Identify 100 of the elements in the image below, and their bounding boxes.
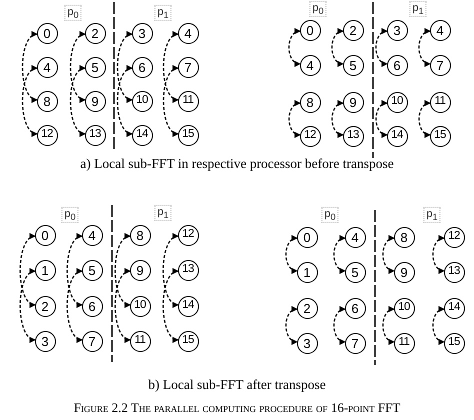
numbered-circle: 4 — [344, 226, 366, 248]
numbered-circle: 6 — [132, 56, 152, 78]
numbered-circle: 10 — [386, 92, 408, 112]
numbered-circle: 6 — [386, 54, 408, 76]
dashed-arrow — [418, 100, 431, 138]
dashed-arrow — [162, 234, 179, 306]
numbered-circle: 4 — [430, 20, 450, 40]
processor-label: p$_{0}$ — [321, 206, 339, 224]
dashed-arrow — [288, 100, 301, 138]
numbered-circle: 15 — [178, 124, 198, 146]
numbered-circle: 0 — [36, 22, 58, 44]
numbered-circle: 4 — [178, 22, 198, 44]
dashed-arrow — [70, 66, 86, 136]
numbered-circle: 14 — [178, 296, 198, 316]
numbered-circle: 10 — [130, 296, 150, 316]
numbered-circle: 9 — [130, 260, 150, 280]
dashed-arrow — [114, 234, 131, 306]
numbered-circle: 3 — [386, 20, 408, 40]
dashed-arrow — [331, 100, 344, 138]
numbered-circle: 7 — [178, 56, 198, 78]
numbered-circle: 8 — [130, 224, 150, 246]
numbered-circle: 14 — [132, 124, 152, 146]
dashed-arrow — [22, 66, 38, 136]
numbered-circle: 7 — [82, 330, 102, 352]
numbered-circle: 0 — [296, 226, 318, 248]
numbered-circle: 5 — [344, 262, 366, 282]
numbered-circle: 4 — [300, 54, 320, 76]
figure-caption: Figure 2.2 The parallel computing procedure of 16-point FFT — [74, 400, 400, 416]
numbered-circle: 14 — [386, 126, 408, 146]
numbered-circle: 0 — [300, 20, 320, 40]
numbered-circle: 15 — [444, 332, 464, 354]
dashed-arrow — [432, 236, 445, 274]
numbered-circle: 3 — [132, 22, 152, 44]
numbered-circle: 4 — [36, 56, 58, 78]
dashed-arrow — [116, 66, 133, 136]
dashed-arrow — [285, 236, 298, 274]
dashed-arrow — [382, 236, 395, 274]
numbered-circle: 9 — [394, 262, 414, 282]
processor-label: p$_{0}$ — [64, 4, 82, 22]
numbered-circle: 2 — [84, 22, 106, 44]
numbered-circle: 8 — [300, 92, 320, 112]
dashed-arrow — [418, 28, 431, 66]
processor-label: p$_{1}$ — [423, 206, 441, 224]
dashed-arrow — [114, 270, 131, 342]
dashed-arrow — [20, 234, 36, 306]
numbered-circle: 6 — [82, 296, 102, 316]
dashed-arrow — [375, 100, 388, 138]
numbered-circle: 8 — [394, 226, 414, 248]
numbered-circle: 12 — [178, 224, 198, 246]
numbered-circle: 1 — [296, 262, 318, 282]
numbered-circle: 0 — [34, 224, 56, 246]
numbered-circle: 11 — [178, 90, 198, 112]
numbered-circle: 12 — [444, 226, 464, 248]
dashed-arrow — [382, 306, 395, 344]
numbered-circle: 12 — [300, 126, 320, 146]
numbered-circle: 11 — [130, 330, 150, 352]
numbered-circle: 9 — [342, 92, 364, 112]
dashed-arrow — [66, 234, 83, 306]
dashed-arrow — [70, 32, 86, 102]
dashed-arrow — [432, 306, 445, 344]
numbered-circle: 14 — [444, 298, 464, 318]
dashed-arrow — [285, 306, 298, 344]
dashed-arrow — [375, 28, 388, 66]
dashed-arrow — [288, 28, 301, 66]
processor-label: p$_{1}$ — [154, 4, 172, 22]
dashed-arrow — [116, 32, 133, 102]
processor-label: p$_{1}$ — [409, 0, 427, 18]
numbered-circle: 7 — [430, 54, 450, 76]
numbered-circle: 3 — [296, 332, 318, 354]
processor-label: p$_{1}$ — [154, 204, 172, 222]
numbered-circle: 5 — [82, 260, 102, 280]
numbered-circle: 12 — [36, 124, 58, 146]
processor-label: p$_{0}$ — [309, 0, 327, 18]
numbered-circle: 11 — [394, 332, 414, 354]
numbered-circle: 13 — [84, 124, 106, 146]
numbered-circle: 6 — [344, 298, 366, 318]
numbered-circle: 1 — [34, 260, 56, 280]
dashed-arrow — [162, 66, 179, 136]
numbered-circle: 15 — [430, 126, 450, 146]
dashed-arrow — [66, 270, 83, 342]
numbered-circle: 4 — [82, 224, 102, 246]
processor-label: p$_{0}$ — [61, 206, 79, 224]
dashed-arrow — [333, 306, 346, 344]
numbered-circle: 3 — [34, 330, 56, 352]
subfigure-caption: a) Local sub-FFT in respective processor before transpose — [80, 156, 394, 172]
dashed-arrow — [20, 270, 36, 342]
dashed-arrow — [22, 32, 38, 102]
subfigure-caption: b) Local sub-FFT after transpose — [148, 377, 326, 393]
dashed-arrow — [331, 28, 344, 66]
numbered-circle: 11 — [430, 92, 450, 112]
numbered-circle: 8 — [36, 90, 58, 112]
numbered-circle: 2 — [34, 296, 56, 316]
numbered-circle: 13 — [444, 262, 464, 282]
numbered-circle: 2 — [296, 298, 318, 318]
numbered-circle: 5 — [342, 54, 364, 76]
numbered-circle: 13 — [178, 260, 198, 280]
numbered-circle: 10 — [394, 298, 414, 318]
numbered-circle: 7 — [344, 332, 366, 354]
numbered-circle: 2 — [342, 20, 364, 40]
dashed-arrow — [162, 270, 179, 342]
